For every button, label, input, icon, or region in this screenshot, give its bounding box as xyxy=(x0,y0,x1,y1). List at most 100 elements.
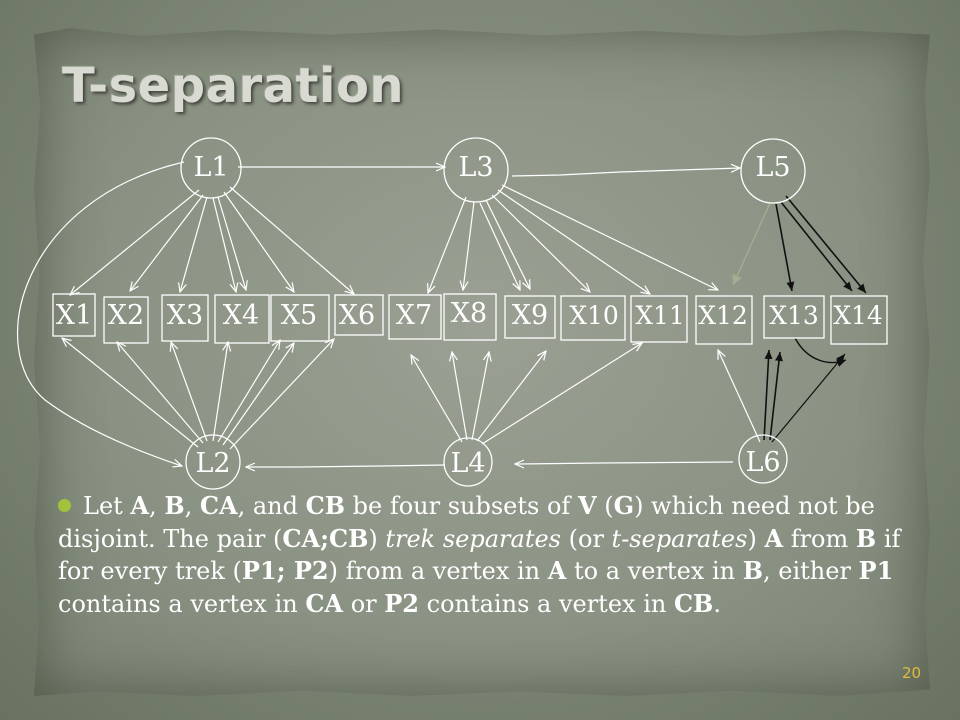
edge-l3-x11 xyxy=(497,189,650,294)
definition-run: (or xyxy=(561,524,612,553)
node-l4-circle xyxy=(443,437,493,487)
edge-l5-x13 xyxy=(775,203,795,292)
node-x14-label: X14 xyxy=(833,301,883,330)
definition-run: if for every trek ( xyxy=(58,524,901,586)
edge-l6-x14 xyxy=(771,353,846,443)
node-x8-label: X8 xyxy=(451,298,487,329)
edge-l5-x12 xyxy=(732,202,771,286)
definition-run: V xyxy=(577,491,597,520)
edge-l4-x10 xyxy=(476,351,546,442)
definition-run: ) xyxy=(747,524,765,553)
definition-run: CB xyxy=(305,491,346,520)
definition-run: CA xyxy=(305,588,344,618)
node-x4-label: X4 xyxy=(223,300,259,331)
observed-nodes: X1 X2 X3 X4 X5 X6 X7 X8 X9 X10 X11 X12 xyxy=(52,293,888,345)
node-l1-label: L1 xyxy=(193,152,228,183)
edges-latent xyxy=(17,161,740,467)
edge-l4-x8 xyxy=(452,352,468,441)
node-l3-circle xyxy=(443,137,509,203)
node-x13-box xyxy=(763,295,825,339)
node-x5-box xyxy=(270,294,330,342)
node-x3-box xyxy=(161,294,209,342)
edge-l1-x4a xyxy=(212,197,236,292)
node-x10-box xyxy=(560,295,626,341)
edge-l1-x1 xyxy=(70,189,200,295)
definition-run: be four subsets of xyxy=(345,492,578,520)
definition-run: B xyxy=(855,523,877,553)
edge-l1-x3 xyxy=(180,196,208,292)
node-x13-label: X13 xyxy=(769,301,819,330)
definition-run: from xyxy=(783,524,856,553)
definition-run: A xyxy=(130,491,150,520)
definition-run: . xyxy=(713,589,721,618)
node-x1-label: X1 xyxy=(56,300,92,331)
edge-l4-x7 xyxy=(411,355,463,443)
node-x11-box xyxy=(630,295,688,343)
definition-run: contains a vertex in xyxy=(58,589,306,618)
slide-number: 20 xyxy=(902,664,922,682)
node-x6-box xyxy=(334,294,384,336)
definition-run: CA;CB xyxy=(282,523,369,553)
node-x4-box xyxy=(214,294,270,344)
definition-run: , either xyxy=(763,557,859,585)
edge-l5-x14a xyxy=(780,201,853,292)
node-x1-box xyxy=(52,293,96,337)
latent-nodes: L1 L3 L5 L2 L4 L6 xyxy=(180,137,806,490)
edge-l6-l4 xyxy=(515,462,734,464)
node-x12-box xyxy=(695,295,753,345)
edge-l1-x2 xyxy=(130,194,204,291)
node-x11-label: X11 xyxy=(635,301,685,330)
definition-text: Let A, B, CA, and CB be four subsets of … xyxy=(58,491,901,618)
edges-l4 xyxy=(411,343,642,445)
edge-l5-x14b xyxy=(785,195,867,294)
node-l5-circle xyxy=(740,138,806,204)
edge-l3-x8 xyxy=(463,201,475,290)
edge-l6-x13b xyxy=(769,351,783,441)
edge-l1-x6 xyxy=(229,186,354,294)
node-l5-label: L5 xyxy=(755,152,790,183)
bullet-icon xyxy=(58,499,71,512)
definition-run: CA xyxy=(199,491,238,520)
edge-l3-x12 xyxy=(501,184,718,290)
definition-run: , xyxy=(149,492,165,520)
definition-run: A xyxy=(764,523,784,553)
definition-run: trek separates xyxy=(385,524,561,553)
node-l3-label: L3 xyxy=(458,152,493,183)
definition-run: G xyxy=(613,491,635,520)
edge-l6-x12 xyxy=(718,350,761,443)
definition-run: ) from a vertex in xyxy=(328,557,548,585)
edge-l2-x4 xyxy=(212,342,228,442)
node-x6-label: X6 xyxy=(339,300,375,331)
definition-run: or xyxy=(343,589,385,618)
definition-run: contains a vertex in xyxy=(419,589,674,618)
definition-run: A xyxy=(547,556,567,585)
definition-run: ( xyxy=(596,492,614,520)
edge-l4-l2 xyxy=(246,465,446,467)
edge-l3-l5 xyxy=(511,168,740,177)
node-l1-circle xyxy=(180,137,242,199)
definition-run: to a vertex in xyxy=(566,557,743,585)
definition-run: ) xyxy=(368,524,386,553)
node-x7-box xyxy=(388,294,442,340)
node-l2-label: L2 xyxy=(195,448,230,479)
edge-l4-x9 xyxy=(471,352,489,441)
edges-l1 xyxy=(70,186,354,295)
edge-l2-x6 xyxy=(229,339,334,450)
node-l6-label: L6 xyxy=(745,447,780,478)
node-l2-circle xyxy=(185,434,241,490)
node-x7-label: X7 xyxy=(396,300,432,331)
definition-run: , xyxy=(184,492,200,520)
node-x5-label: X5 xyxy=(281,300,317,331)
definition-run: t-separates xyxy=(611,524,748,553)
definition-run: , and xyxy=(237,492,306,520)
edge-l3-x10 xyxy=(491,194,590,292)
edge-l3-x7 xyxy=(428,196,467,293)
edge-l3-x9a xyxy=(479,202,520,290)
definition-run: Let xyxy=(83,492,131,520)
edges-l3 xyxy=(428,184,718,294)
slide-title: T-separation xyxy=(62,58,405,114)
edges-l2 xyxy=(62,338,334,450)
node-x12-label: X12 xyxy=(698,301,748,330)
